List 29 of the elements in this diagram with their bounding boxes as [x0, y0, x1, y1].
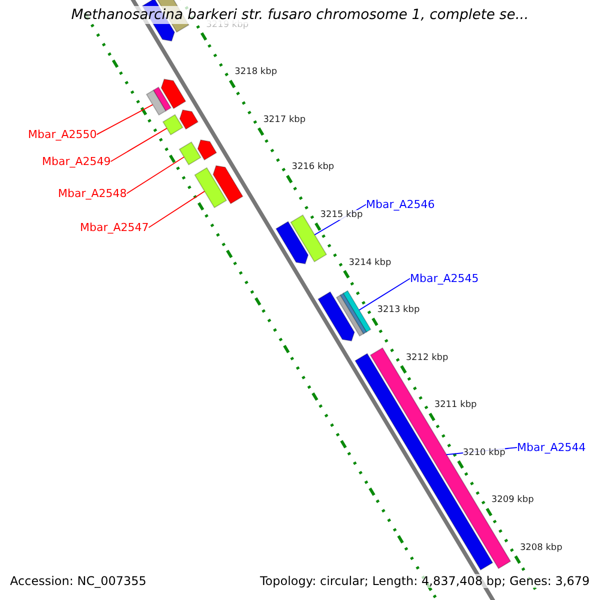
- accession-text: Accession: NC_007355: [10, 574, 146, 588]
- tick-label: 3210 kbp: [462, 448, 506, 458]
- summary-text: Topology: circular; Length: 4,837,408 bp; Genes: 3,679: [260, 574, 590, 588]
- leader-line: [126, 156, 185, 194]
- leader-line: [110, 128, 168, 162]
- tick-label: 3218 kbp: [234, 67, 278, 78]
- tick-label: 3212 kbp: [406, 352, 448, 363]
- gene-label: Mbar_A2548: [58, 187, 127, 200]
- tick-label: 3217 kbp: [263, 114, 306, 125]
- gene-label: Mbar_A2544: [517, 441, 586, 454]
- gene-block: [162, 114, 184, 136]
- leader-line: [96, 104, 154, 135]
- gene-block: [178, 141, 202, 166]
- gene-label: Mbar_A2546: [366, 198, 435, 211]
- gene-label: Mbar_A2545: [410, 272, 479, 285]
- gene-label: Mbar_A2549: [42, 155, 111, 168]
- gene-block: [146, 90, 166, 116]
- leader-line: [148, 190, 206, 228]
- tick-label: 3211 kbp: [434, 400, 477, 410]
- tick-label: 3209 kbp: [491, 495, 534, 506]
- tick-label: 3214 kbp: [348, 258, 392, 268]
- tick-label: 3208 kbp: [520, 542, 562, 553]
- gene-label: Mbar_A2547: [80, 221, 149, 234]
- tick-label: 3215 kbp: [320, 210, 363, 220]
- tick-label: 3213 kbp: [377, 305, 420, 316]
- tick-label: 3216 kbp: [292, 162, 334, 172]
- gene-block: [194, 167, 228, 208]
- leader-line: [358, 278, 410, 311]
- gene-label: Mbar_A2550: [28, 128, 97, 141]
